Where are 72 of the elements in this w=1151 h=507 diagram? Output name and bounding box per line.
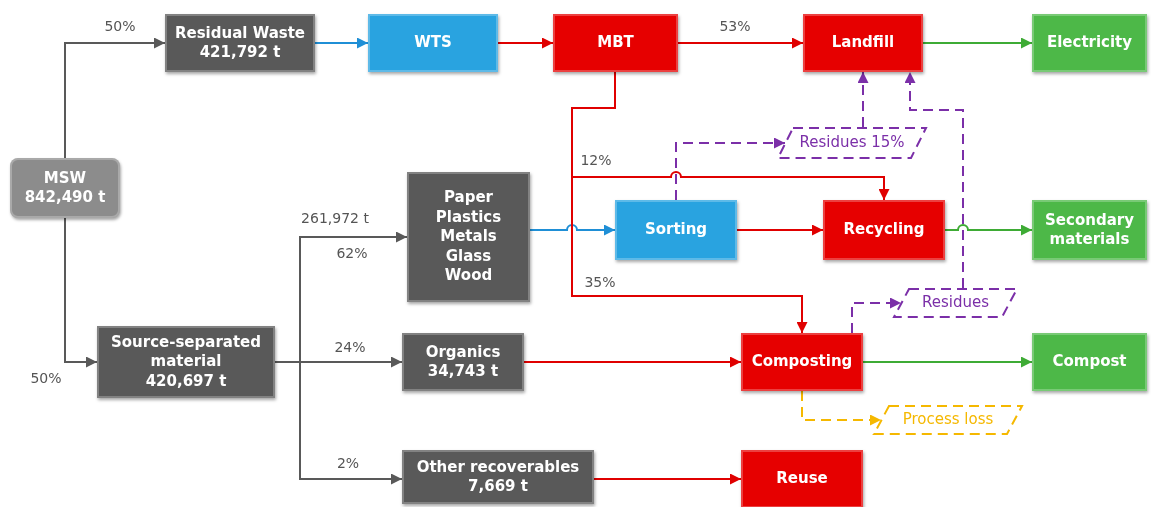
node-label: 421,792 t	[199, 43, 281, 63]
arrow	[274, 361, 403, 485]
arrow	[64, 37, 166, 159]
arrow	[857, 71, 869, 128]
process-box	[368, 14, 498, 72]
flow-amount-label: 261,972 t	[299, 210, 371, 226]
node-label: Plastics	[435, 207, 502, 228]
node-label: Recycling	[843, 220, 925, 240]
arrow	[904, 71, 964, 289]
node-label: 842,490 t	[24, 188, 106, 208]
edge-label: 50%	[28, 370, 64, 386]
node-label: Glass	[445, 246, 492, 267]
process-box	[615, 200, 737, 260]
node-label: MBT	[597, 33, 634, 53]
process-box	[741, 450, 863, 507]
process-box	[402, 333, 524, 391]
arrow	[523, 356, 742, 368]
process-box	[553, 14, 678, 72]
arrow	[851, 297, 902, 334]
arrow	[944, 224, 1033, 236]
arrow	[675, 137, 786, 201]
node-label: Residual Waste	[174, 23, 306, 43]
node-label: Reuse	[776, 469, 828, 489]
process-box	[823, 200, 945, 260]
process-box	[741, 333, 863, 391]
node-label: 420,697 t	[145, 371, 227, 392]
process-box	[97, 326, 275, 398]
edge-label: 50%	[102, 18, 138, 34]
node-label: Paper	[444, 188, 493, 208]
arrow	[497, 37, 554, 49]
process-box	[803, 14, 923, 72]
process-box	[10, 158, 120, 218]
node-label: WTS	[414, 33, 452, 53]
edge-label: 62%	[334, 245, 370, 261]
arrow	[677, 37, 804, 49]
node-label: Process loss	[902, 410, 994, 430]
output-parallelogram	[873, 405, 1023, 435]
arrow	[64, 217, 98, 368]
process-box	[402, 450, 594, 504]
edge-label: 24%	[332, 339, 368, 355]
node-label: Secondary materials	[1044, 210, 1135, 250]
node-label: Other recoverables	[416, 457, 580, 477]
process-box	[165, 14, 315, 72]
node-label: Electricity	[1046, 33, 1133, 53]
node-label: MSW	[43, 168, 87, 188]
node-label: Organics	[425, 342, 501, 362]
arrow	[314, 37, 369, 49]
edge-label: 53%	[717, 18, 753, 34]
process-box	[1032, 200, 1147, 260]
arrow	[801, 390, 882, 426]
node-label: Sorting	[644, 220, 708, 240]
node-label: Composting	[751, 352, 853, 372]
node-label: Residues 15%	[799, 133, 905, 153]
arrow	[529, 224, 616, 236]
node-label: Compost	[1052, 352, 1127, 372]
arrow	[736, 224, 824, 236]
arrow	[593, 473, 742, 485]
output-parallelogram	[777, 127, 927, 159]
node-label: Wood	[444, 266, 493, 286]
node-label: Metals	[440, 227, 497, 247]
process-box	[1032, 333, 1147, 391]
edge-label: 35%	[582, 274, 618, 290]
arrow	[922, 37, 1033, 49]
process-box	[1032, 14, 1147, 72]
output-parallelogram	[893, 288, 1018, 318]
node-label: Source-separated material	[109, 332, 262, 372]
node-label: Landfill	[831, 33, 895, 53]
process-box	[407, 172, 530, 302]
node-label: Residues	[922, 293, 989, 313]
node-label: 34,743 t	[427, 362, 499, 382]
node-label: 7,669 t	[468, 477, 528, 497]
arrow	[862, 356, 1033, 368]
